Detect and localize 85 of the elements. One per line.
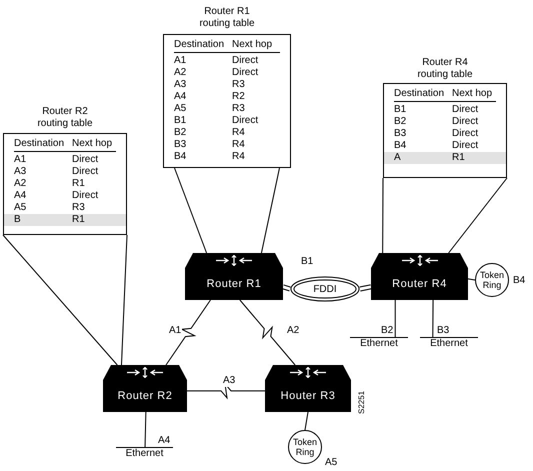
segment-label: B1 <box>301 256 314 268</box>
connector-line <box>174 168 208 254</box>
connector-line <box>304 412 308 430</box>
table-title: Router R4 routing table <box>416 56 474 82</box>
router-label: Router R2 <box>118 388 172 404</box>
table-cell: Direct <box>72 166 98 178</box>
connector-line <box>468 278 476 280</box>
segment-label: B3 <box>437 325 450 337</box>
connector-line <box>2 234 118 366</box>
router <box>265 365 351 412</box>
table-cell: R3 <box>232 103 245 115</box>
segment-label: B4 <box>513 275 526 287</box>
table-cell-text: A4 <box>14 190 28 202</box>
table-cell-text: A4 <box>174 91 188 103</box>
table-cell-text: A1 <box>174 55 188 67</box>
table-cell: Direct <box>232 115 258 127</box>
double-line-link <box>360 284 372 292</box>
table-cell-text: A1 <box>14 154 28 166</box>
router-label: Router R4 <box>392 276 447 292</box>
table-cell: Direct <box>452 140 478 152</box>
table-cell-text: B1 <box>394 104 408 116</box>
table-cell-text: B3 <box>394 128 408 140</box>
fddi-ring: FDDI <box>290 276 360 302</box>
table-cell: Direct <box>452 128 478 140</box>
table-cell-text: A2 <box>174 67 188 79</box>
segment-label: A5 <box>325 457 338 469</box>
table-cell: Direct <box>72 190 98 202</box>
table-cell-text: A3 <box>14 166 28 178</box>
table-cell-text: B2 <box>174 127 188 139</box>
router-label: Houter R3 <box>280 388 336 404</box>
column-header: Next hop <box>452 88 492 100</box>
table-cell-text: B <box>14 214 22 226</box>
router <box>185 253 283 300</box>
table-title: Router R1 routing table <box>198 5 256 31</box>
figure-number: S2251 <box>357 390 366 414</box>
router <box>103 365 187 412</box>
connector-line <box>144 412 146 448</box>
table-cell-text: B4 <box>174 151 188 163</box>
table-cell: R4 <box>232 139 245 151</box>
table-cell: R4 <box>232 151 245 163</box>
edge-label: A3 <box>222 375 236 387</box>
router <box>371 253 468 300</box>
table-cell: R4 <box>232 127 245 139</box>
table-cell: R3 <box>72 202 85 214</box>
connector-line <box>448 178 508 254</box>
table-cell: R1 <box>452 152 465 164</box>
ethernet-segment: Ethernet <box>350 337 408 352</box>
column-header: Destination <box>394 88 446 100</box>
column-header: Next hop <box>232 39 272 51</box>
connector-line <box>260 168 280 254</box>
table-cell-text: B4 <box>394 140 408 152</box>
table-cell-text: A3 <box>174 79 188 91</box>
table-cell-text: A2 <box>14 178 28 190</box>
token-ring: Token Ring <box>288 430 322 464</box>
serial-link <box>239 300 296 366</box>
table-cell: Direct <box>72 154 98 166</box>
connector-line <box>432 300 434 338</box>
ethernet-segment: Ethernet <box>420 337 478 352</box>
token-ring: Token Ring <box>475 263 509 297</box>
connector-line <box>382 178 384 254</box>
column-header: Destination <box>174 39 226 51</box>
table-cell: Direct <box>232 67 258 79</box>
connector-line <box>394 300 396 338</box>
ethernet-segment: Ethernet <box>116 447 173 462</box>
router-label: Router R1 <box>206 276 262 292</box>
table-cell-text: B2 <box>394 116 408 128</box>
table-cell: R1 <box>72 214 85 226</box>
table-cell: R2 <box>232 91 245 103</box>
table-cell: R3 <box>232 79 245 91</box>
table-cell-text: A <box>394 152 402 164</box>
table-cell-text: A5 <box>174 103 188 115</box>
table-cell-text: B1 <box>174 115 188 127</box>
segment-label: A4 <box>158 435 170 447</box>
table-cell: Direct <box>452 116 478 128</box>
table-cell-text: A5 <box>14 202 28 214</box>
serial-link <box>166 300 211 366</box>
table-cell: R1 <box>72 178 85 190</box>
table-title: Router R2 routing table <box>36 105 94 131</box>
connector-line <box>120 234 128 366</box>
segment-label: B2 <box>381 325 394 337</box>
table-cell-text: B3 <box>174 139 188 151</box>
column-header: Next hop <box>72 138 112 150</box>
table-cell: Direct <box>232 55 258 67</box>
column-header: Destination <box>14 138 66 150</box>
table-cell: Direct <box>452 104 478 116</box>
